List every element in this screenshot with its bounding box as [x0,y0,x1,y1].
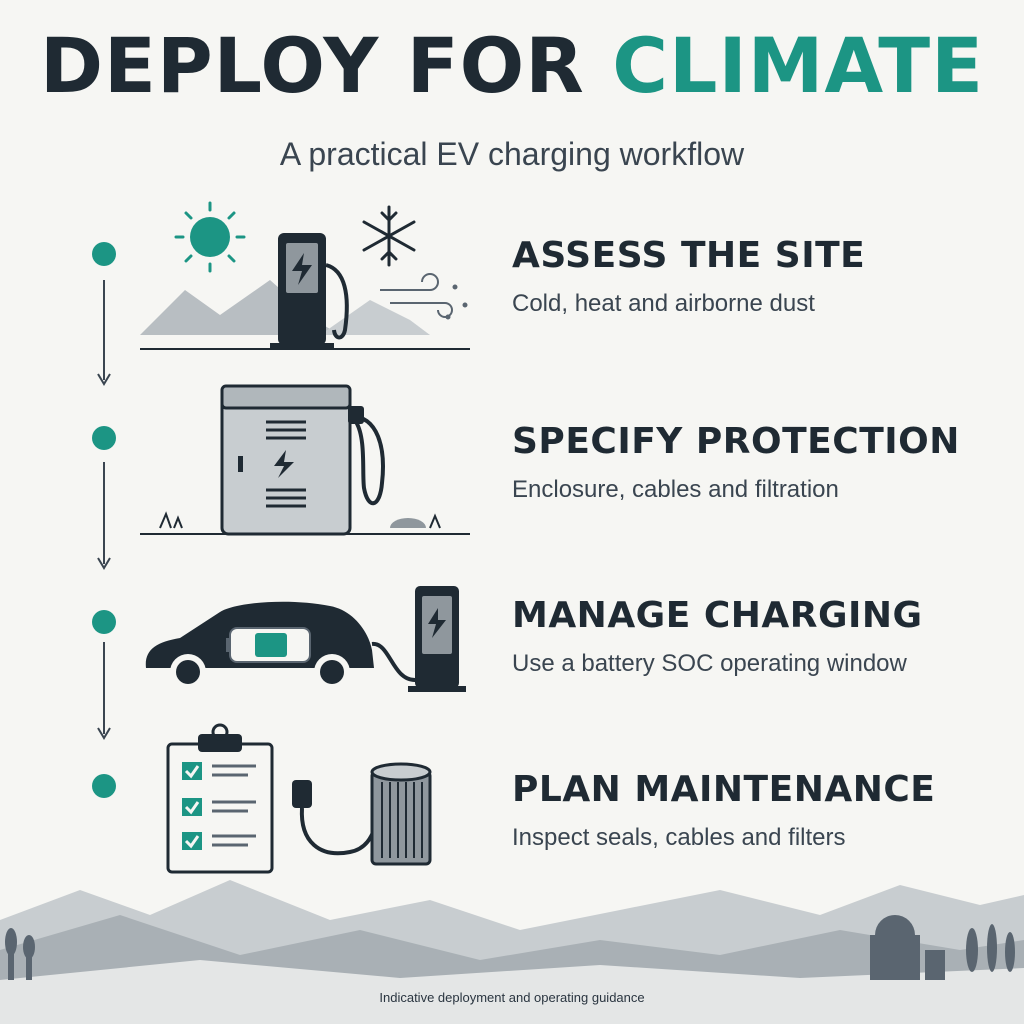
timeline-dot-4 [92,774,116,798]
charger-icon [270,233,349,349]
step-title: PLAN MAINTENANCE [512,769,936,810]
page-title: DEPLOY FOR CLIMATE [0,28,1024,104]
timeline-dot-3 [92,610,116,634]
step-1: ASSESS THE SITE Cold, heat and airborne … [512,236,865,318]
charging-illustration [145,586,466,692]
arrow-down-icon [97,462,111,570]
cable-icon [348,406,385,506]
plug-icon [292,780,380,856]
step-description: Inspect seals, cables and filters [512,823,846,851]
title-accent: CLIMATE [612,21,985,110]
step-3: MANAGE CHARGING Use a battery SOC operat… [512,596,923,678]
site-assessment-illustration [140,201,470,350]
footer-note: Indicative deployment and operating guid… [379,990,645,1005]
step-title: ASSESS THE SITE [512,235,866,276]
step-2: SPECIFY PROTECTION Enclosure, cables and… [512,422,960,504]
step-description: Enclosure, cables and filtration [512,475,839,503]
wind-icon [380,273,468,320]
charger-icon [408,586,466,692]
sun-icon [174,201,246,273]
enclosure-cabinet-icon [220,384,352,536]
checklist-icon [166,723,274,874]
timeline-dot-2 [92,426,116,450]
battery-icon [226,627,311,663]
step-description: Cold, heat and airborne dust [512,289,815,317]
arrow-down-icon [97,280,111,386]
step-title: SPECIFY PROTECTION [512,421,960,462]
arrow-down-icon [97,642,111,740]
page-subtitle: A practical EV charging workflow [279,136,745,172]
landscape-illustration [0,880,1024,1024]
title-main: DEPLOY FOR [39,21,585,110]
step-4: PLAN MAINTENANCE Inspect seals, cables a… [512,770,935,852]
step-title: MANAGE CHARGING [512,595,923,636]
timeline [80,230,140,810]
snowflake-icon [362,205,416,267]
maintenance-illustration [166,723,432,874]
filter-icon [370,762,432,866]
timeline-dot-1 [92,242,116,266]
step-description: Use a battery SOC operating window [512,649,907,677]
protection-illustration [140,384,470,536]
